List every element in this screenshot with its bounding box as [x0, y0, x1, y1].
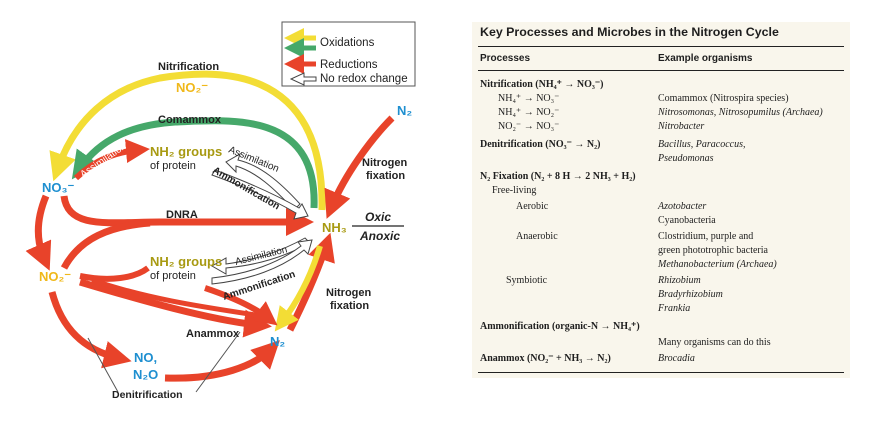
of-protein-top-label: of protein: [150, 160, 196, 172]
row-nit-1: NH₄⁺ → NO₃⁻: [498, 93, 560, 104]
table-rule-header: [478, 70, 844, 71]
ammonification-arrow-bottom: [211, 239, 313, 285]
assimilation-arrow-bottom: [210, 237, 311, 275]
row-denitrification: Denitrification (NO₃⁻ → N₂): [480, 139, 601, 150]
no-label: NO,: [134, 350, 157, 365]
row-anammox-org: Brocadia: [658, 353, 695, 364]
row-free-living: Free-living: [492, 185, 537, 196]
no3-to-no2-arrow: [25, 194, 52, 271]
fixation-right-label: fixation: [366, 170, 405, 182]
nitrogen-fixation-bottom-arrow: [286, 232, 335, 332]
anoxic-label: Anoxic: [359, 229, 400, 243]
dnra-label: DNRA: [166, 209, 198, 221]
row-ammonification: Ammonification (organic-N → NH₄⁺): [480, 321, 640, 332]
anammox-yellow-arrow: [274, 245, 323, 332]
legend-no-redox-arrow: [289, 72, 317, 86]
row-n2-fixation: N₂ Fixation (N₂ + 8 H → 2 NH₃ + H₂): [480, 171, 636, 182]
table-rule-bottom: [478, 372, 844, 373]
denitrification-label: Denitrification: [112, 389, 183, 401]
comammox-arc-green: [71, 117, 318, 209]
row-symbiotic-org-3: Frankia: [658, 303, 691, 314]
row-nit-1-org: Comammox (Nitrospira species): [658, 93, 789, 104]
anammox-label: Anammox: [186, 328, 240, 340]
nitrification-arc-yellow: [49, 70, 326, 211]
legend-reductions: Reductions: [320, 59, 378, 71]
n2o-label: N₂O: [133, 367, 158, 382]
ammonification-arrow-top: [211, 169, 309, 220]
row-anaerobic-org-1: Clostridium, purple and: [658, 231, 754, 242]
nh2-groups-bottom-label: NH₂ groups: [150, 254, 222, 269]
row-symbiotic-org-2: Bradyrhizobium: [658, 289, 723, 300]
row-nit-3-org: Nitrobacter: [658, 121, 705, 132]
row-denit-org-1: Bacillus, Paracoccus,: [658, 139, 746, 150]
nitrogen-fixation-right-label: Nitrogen: [362, 157, 408, 169]
row-anaerobic-org-3: Methanobacterium (Archaea): [658, 259, 777, 270]
assimilation-arrow-top: [225, 152, 301, 211]
row-nit-2-org: Nitrosomonas, Nitrosopumilus (Archaea): [658, 107, 823, 118]
column-header-organisms: Example organisms: [658, 53, 753, 64]
no3-label: NO₃⁻: [42, 180, 75, 195]
of-protein-bottom-label: of protein: [150, 270, 196, 282]
nh2-groups-top-label: NH₂ groups: [150, 144, 222, 159]
n2o-to-n2-arrow: [164, 340, 280, 382]
n2-top-label: N₂: [397, 103, 412, 118]
row-ammonification-org: Many organisms can do this: [658, 337, 771, 348]
oxic-label: Oxic: [365, 210, 391, 224]
fixation-bottom-label: fixation: [330, 300, 369, 312]
row-symbiotic-org-1: Rhizobium: [658, 275, 701, 286]
no2-to-protein-arrow: [79, 265, 150, 282]
nitrification-label: Nitrification: [158, 61, 219, 73]
n2-bottom-label: N₂: [270, 334, 285, 349]
row-aerobic-org-1: Azotobacter: [658, 201, 707, 212]
nitrogen-fixation-top-arrow: [324, 115, 395, 219]
no2-left-label: NO₂⁻: [39, 269, 71, 284]
anammox-no2-to-n2: [91, 277, 263, 319]
row-anaerobic-org-2: green phototrophic bacteria: [658, 245, 768, 256]
no2-top-label: NO₂⁻: [176, 80, 208, 95]
row-nit-2: NH₄⁺ → NO₂⁻: [498, 107, 560, 118]
no2-to-no-arrow: [48, 291, 132, 369]
assimilation-no3-arrow: [73, 139, 150, 181]
nitrogen-fixation-bottom-label: Nitrogen: [326, 287, 372, 299]
row-aerobic: Aerobic: [516, 201, 549, 212]
denitrification-bracket: [87, 331, 241, 393]
nitrogen-processes-table: Key Processes and Microbes in the Nitrog…: [472, 22, 850, 378]
row-denit-org-2: Pseudomonas: [658, 153, 714, 164]
row-anaerobic: Anaerobic: [516, 231, 558, 242]
nh3-label: NH₃: [322, 220, 347, 235]
row-nitrification: Nitrification (NH₄⁺ → NO₃⁻): [480, 79, 604, 90]
row-symbiotic: Symbiotic: [506, 275, 548, 286]
row-anammox: Anammox (NO₂⁻ + NH₃ → N₂): [480, 353, 611, 364]
row-aerobic-org-2: Cyanobacteria: [658, 215, 716, 226]
table-rule-top: [478, 46, 844, 47]
protein-to-n2-arrow: [204, 285, 278, 326]
comammox-label: Comammox: [158, 114, 222, 126]
dnra-arrow: [60, 195, 314, 236]
legend-no-redox-change: No redox change: [320, 73, 408, 85]
no2-to-n2-arrow: [78, 278, 272, 338]
column-header-processes: Processes: [480, 53, 531, 64]
table-title: Key Processes and Microbes in the Nitrog…: [480, 25, 779, 39]
row-nit-3: NO₂⁻ → NO₃⁻: [498, 121, 560, 132]
legend: Oxidations Reductions No redox change: [281, 21, 416, 87]
legend-oxidations: Oxidations: [320, 37, 375, 49]
dnra-branch-no2: [60, 219, 151, 270]
